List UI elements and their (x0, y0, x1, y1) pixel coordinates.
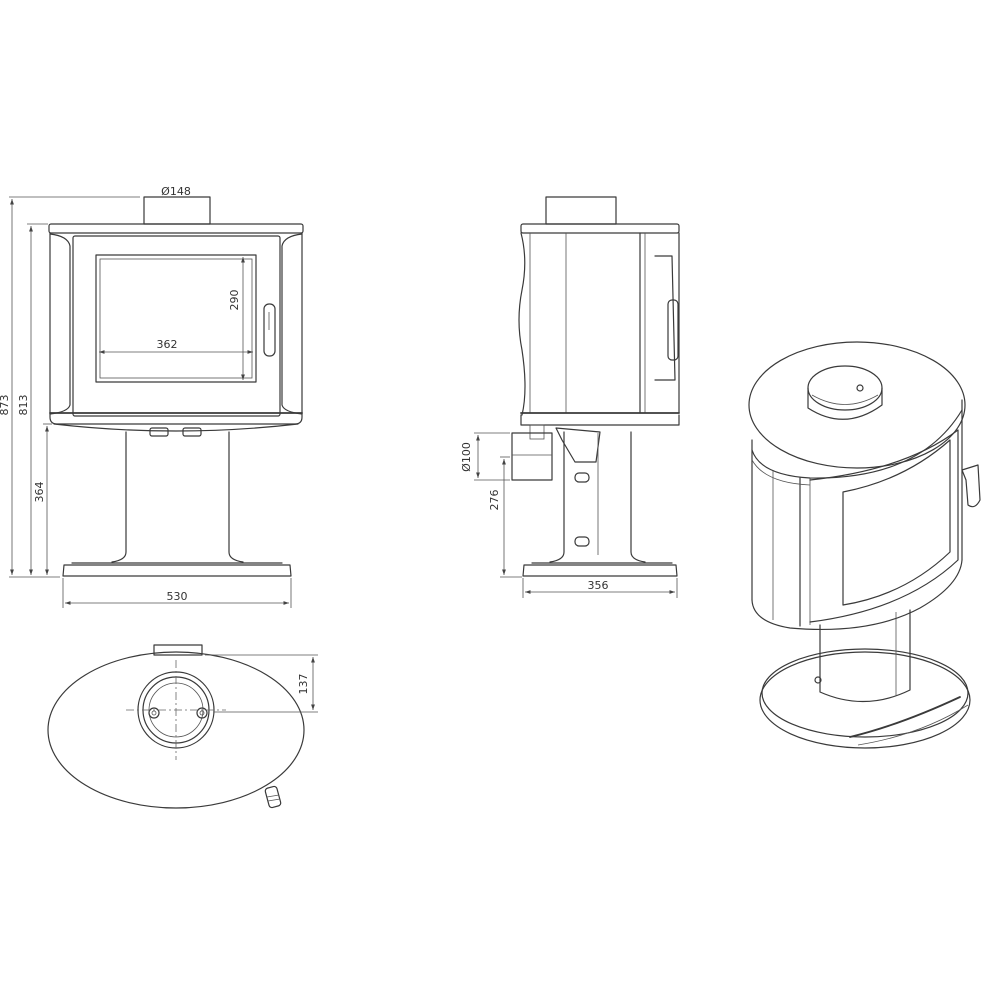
dim-base-width: 530 (167, 590, 188, 603)
dim-glass-width: 362 (157, 338, 178, 351)
dim-height-to-top: 813 (17, 395, 30, 416)
dim-pedestal-height: 364 (33, 482, 46, 503)
dim-glass-height: 290 (228, 290, 241, 311)
dim-flue-offset: 137 (297, 674, 310, 695)
isometric-view (748, 341, 981, 749)
dim-side-flue-diameter: Ø100 (460, 442, 473, 472)
dim-side-flue-height: 276 (488, 490, 501, 511)
front-view: Ø148 873 813 364 290 362 530 (0, 185, 304, 608)
dim-overall-height: 873 (0, 395, 11, 416)
dim-flue-diameter: Ø148 (161, 185, 191, 198)
top-view: 137 (47, 644, 318, 809)
side-view: Ø100 276 356 (460, 196, 680, 598)
dim-depth: 356 (588, 579, 609, 592)
